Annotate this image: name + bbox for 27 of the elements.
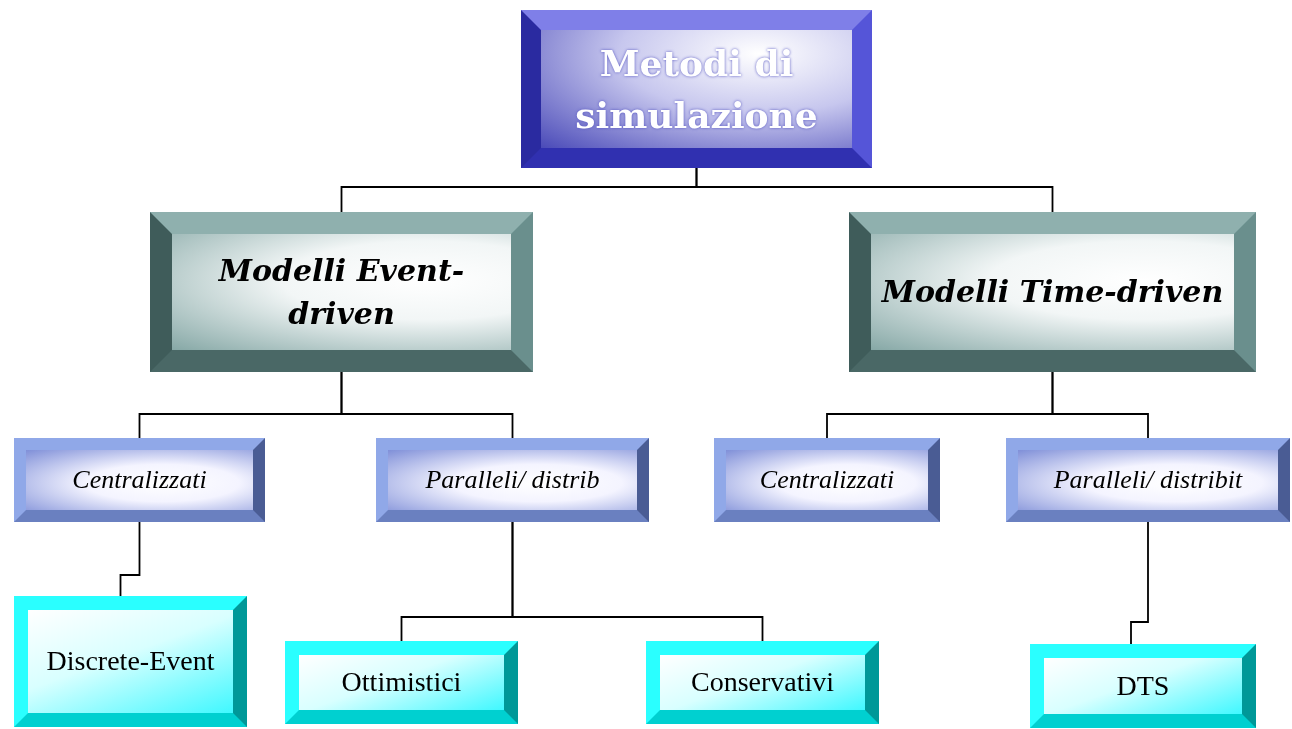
node-label: Discrete-Event xyxy=(45,644,216,679)
node-label: Paralleli/ distrib xyxy=(424,464,601,497)
leaf-box xyxy=(1030,644,1256,728)
node-label: Ottimistici xyxy=(340,665,463,700)
subcategory-box xyxy=(376,438,649,522)
subcategory-box xyxy=(1006,438,1290,522)
leaf-box xyxy=(646,641,879,724)
connector-line xyxy=(1130,521,1149,645)
leaf-box xyxy=(285,641,518,724)
connector-line xyxy=(119,521,141,597)
node-label: Paralleli/ distribit xyxy=(1052,464,1244,497)
node-label: Modelli Event-driven xyxy=(217,251,466,333)
connector-line xyxy=(695,167,1054,213)
node-label: DTS xyxy=(1115,668,1171,703)
node-label: Conservativi xyxy=(689,665,836,700)
category-box xyxy=(150,212,533,372)
node-label: Centralizzati xyxy=(71,464,208,497)
category-box xyxy=(849,212,1256,372)
connector-line xyxy=(1051,371,1149,439)
node-label: Centralizzati xyxy=(758,464,896,497)
connector-line xyxy=(511,521,764,642)
leaf-box xyxy=(14,596,247,727)
node-label: Modelli Time-driven xyxy=(880,273,1225,312)
subcategory-box xyxy=(714,438,940,522)
subcategory-box xyxy=(14,438,265,522)
title-box xyxy=(521,10,872,168)
connector-line xyxy=(340,371,514,439)
